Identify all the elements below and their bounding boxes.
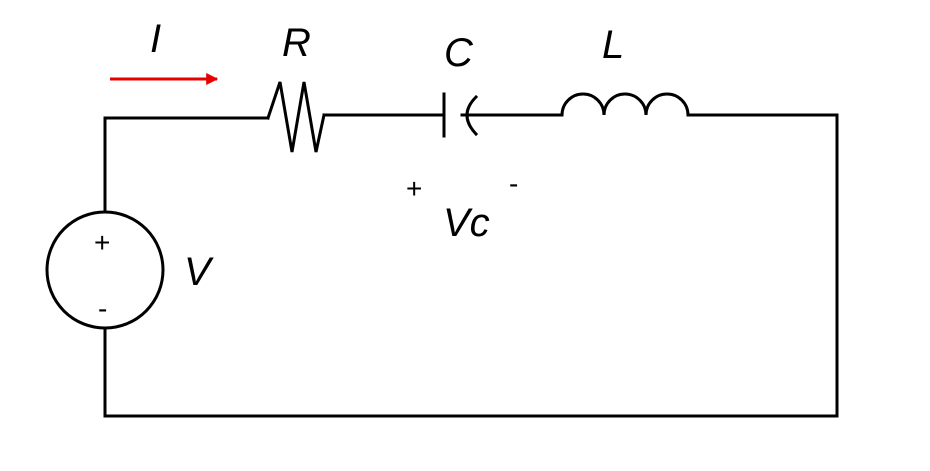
resistor-symbol [266,81,326,153]
source-plus-sign: + [94,227,110,258]
vc-minus-sign: - [509,168,518,199]
capacitor-label: C [444,31,474,75]
inductor-label: L [602,23,624,67]
resistor-label: R [282,21,311,65]
vc-plus-sign: + [406,173,422,204]
capacitor-symbol [442,92,479,138]
source-minus-sign: - [98,293,107,324]
inductor-symbol [560,92,690,117]
source-label: V [184,250,214,294]
circuit-wires [103,113,839,418]
voltage-source-symbol [45,210,165,330]
current-label: I [150,17,161,61]
wire-left-top [103,116,270,214]
capacitor-voltage-label: Vc [443,201,490,245]
capacitor-plate-curved [465,94,479,137]
wire-right-loop [103,113,839,418]
